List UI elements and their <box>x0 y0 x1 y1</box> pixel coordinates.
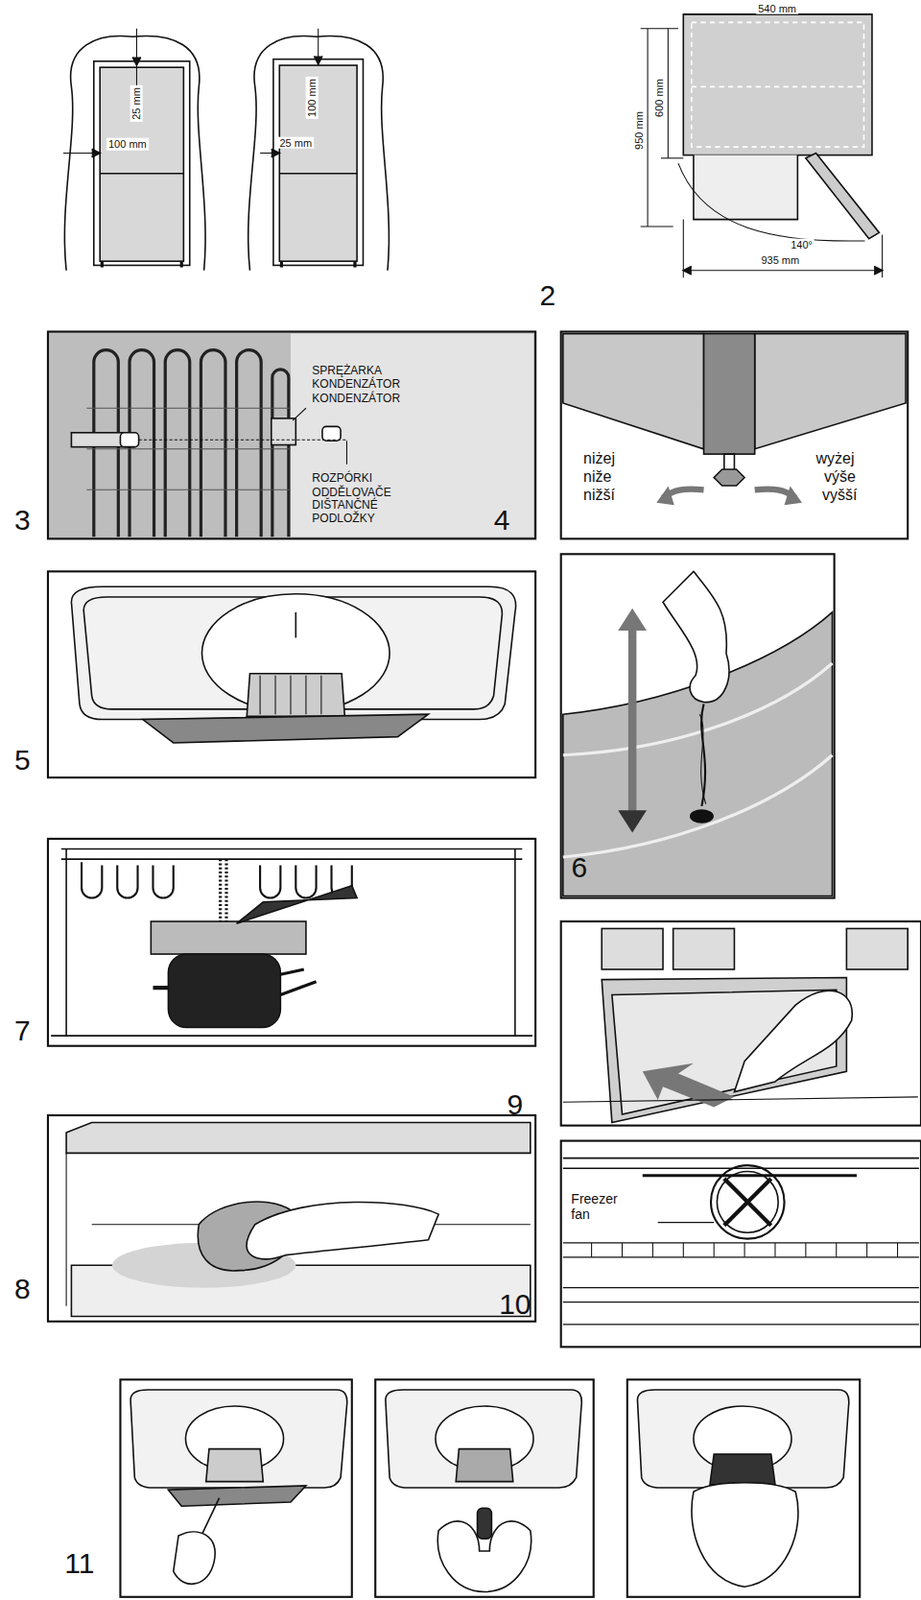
part-label: ODDĚLOVAČE <box>311 486 391 500</box>
figure-number: 7 <box>12 1014 33 1048</box>
part-label: niže <box>583 468 612 486</box>
part-label: vyšší <box>822 486 857 504</box>
part-label: ROZPÓRKI <box>311 472 373 486</box>
figure-number: 5 <box>12 743 33 778</box>
part-label: KONDENZÁTOR <box>311 377 401 392</box>
part-label: DIŠTANČNÉ PODLOŽKY <box>311 498 432 526</box>
figure-number: 6 <box>569 850 591 884</box>
part-label: wyżej <box>815 449 854 468</box>
part-label: 540 mm <box>755 1 799 15</box>
part-label: 25 mm <box>130 86 143 123</box>
part-label: Freezer fan <box>570 1190 635 1222</box>
part-label: KONDENZÁTOR <box>311 392 401 406</box>
figure-number: 8 <box>12 1271 33 1305</box>
figure-number: 11 <box>62 1545 96 1580</box>
part-label: 25 mm <box>277 137 314 150</box>
part-label: SPRĘŻARKA <box>311 363 382 378</box>
part-label: niżej <box>583 449 615 468</box>
part-label: 935 mm <box>758 254 802 267</box>
part-label: 100 mm <box>306 76 319 119</box>
figure-number: 10 <box>496 1286 533 1321</box>
part-label: 140° <box>788 238 815 252</box>
part-label: výše <box>824 468 856 486</box>
part-label: 950 mm <box>632 109 645 152</box>
figure-number: 2 <box>538 279 559 313</box>
figure-number: 9 <box>505 1087 526 1122</box>
part-label: 600 mm <box>652 76 665 119</box>
part-label: nižší <box>583 486 615 504</box>
part-label: 100 mm <box>106 138 149 151</box>
figure-number: 4 <box>492 503 513 538</box>
figure-number: 3 <box>12 503 33 538</box>
